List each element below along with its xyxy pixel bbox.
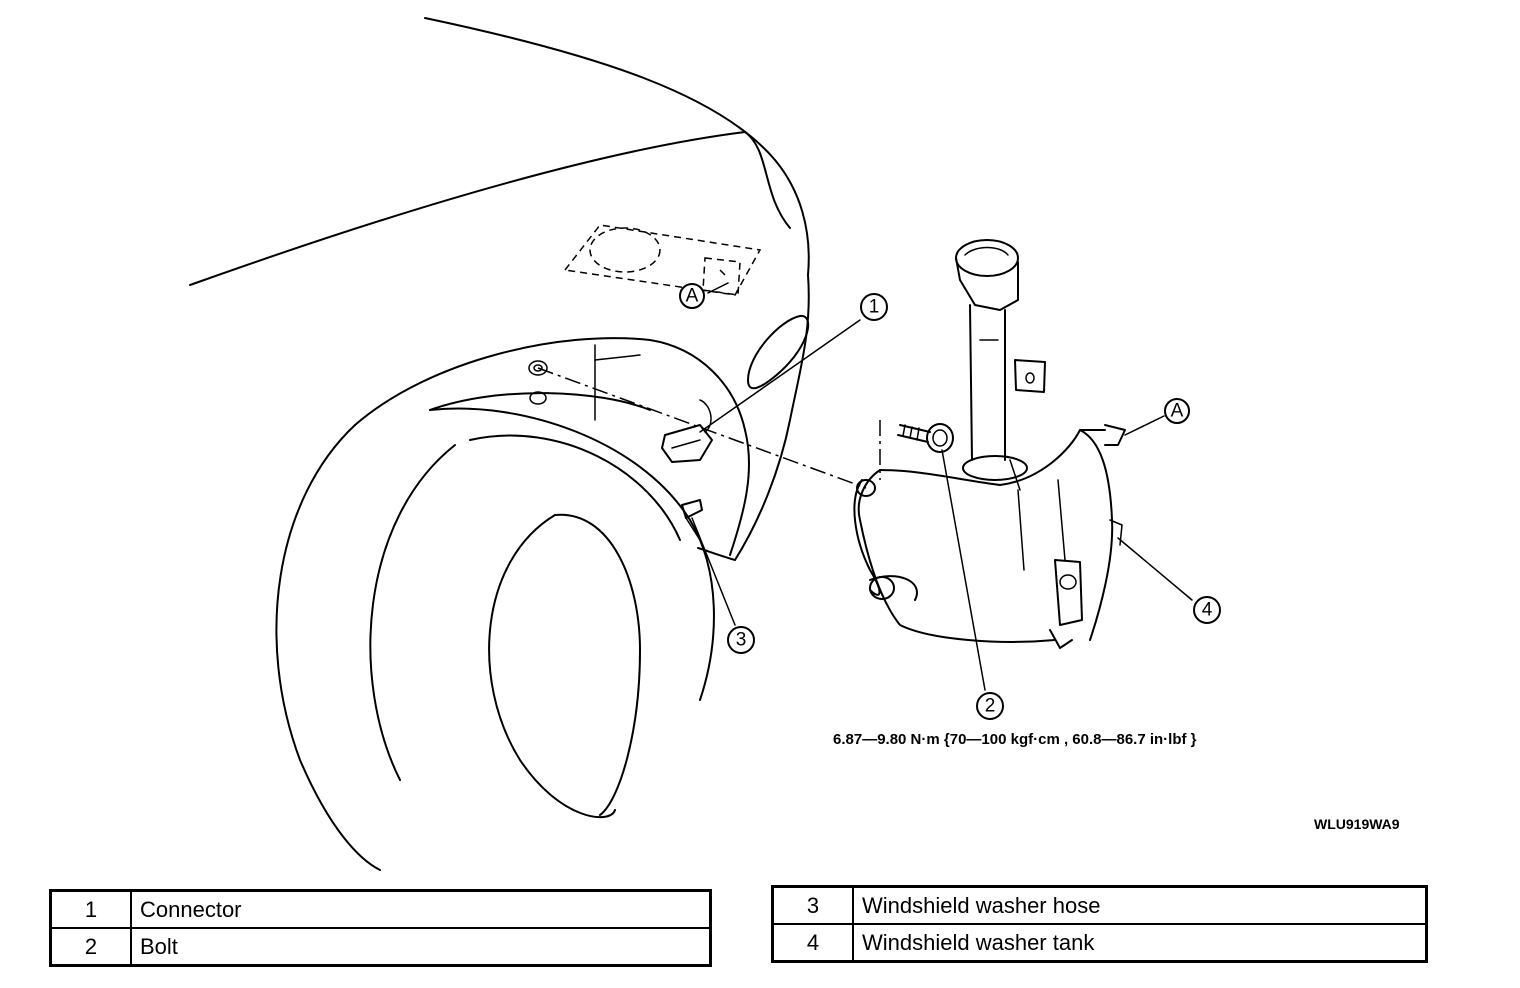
legend-row: 1 Connector	[49, 889, 712, 929]
legend-number: 3	[771, 885, 854, 925]
legend-label: Bolt	[130, 927, 712, 967]
callout-1: 1	[860, 293, 888, 321]
callout-4: 4	[1193, 596, 1221, 624]
legend-label: Windshield washer hose	[852, 885, 1428, 925]
svg-text:4: 4	[1202, 600, 1213, 621]
legend-label: Connector	[130, 889, 712, 929]
vehicle-fender-drawing	[189, 17, 810, 871]
legend-label: Windshield washer tank	[852, 923, 1428, 963]
svg-text:A: A	[1171, 401, 1184, 422]
washer-tank-drawing	[853, 239, 1126, 649]
leader-lines	[537, 282, 1193, 691]
svg-text:A: A	[686, 286, 699, 307]
legend-row: 3 Windshield washer hose	[771, 885, 1428, 925]
callout-2: 2	[976, 692, 1004, 720]
legend-table-left: 1 Connector 2 Bolt	[49, 889, 712, 967]
washer-tank-diagram: 1 2 3 4 A A 6.87—9.80 N·m {70—100 kgf·cm…	[189, 17, 1400, 871]
legend-row: 2 Bolt	[49, 927, 712, 967]
svg-text:3: 3	[736, 630, 747, 651]
callout-3: 3	[727, 626, 755, 654]
svg-text:2: 2	[985, 696, 996, 717]
legend-row: 4 Windshield washer tank	[771, 923, 1428, 963]
torque-spec: 6.87—9.80 N·m {70—100 kgf·cm , 60.8—86.7…	[833, 731, 1197, 748]
legend-table-right: 3 Windshield washer hose 4 Windshield wa…	[771, 885, 1428, 963]
legend-number: 1	[49, 889, 132, 929]
reference-marker-a-hood: A	[679, 283, 705, 309]
reference-marker-a-tank: A	[1164, 398, 1190, 424]
svg-text:1: 1	[869, 297, 880, 318]
legend-number: 2	[49, 927, 132, 967]
legend-number: 4	[771, 923, 854, 963]
figure-code: WLU919WA9	[1314, 816, 1400, 832]
